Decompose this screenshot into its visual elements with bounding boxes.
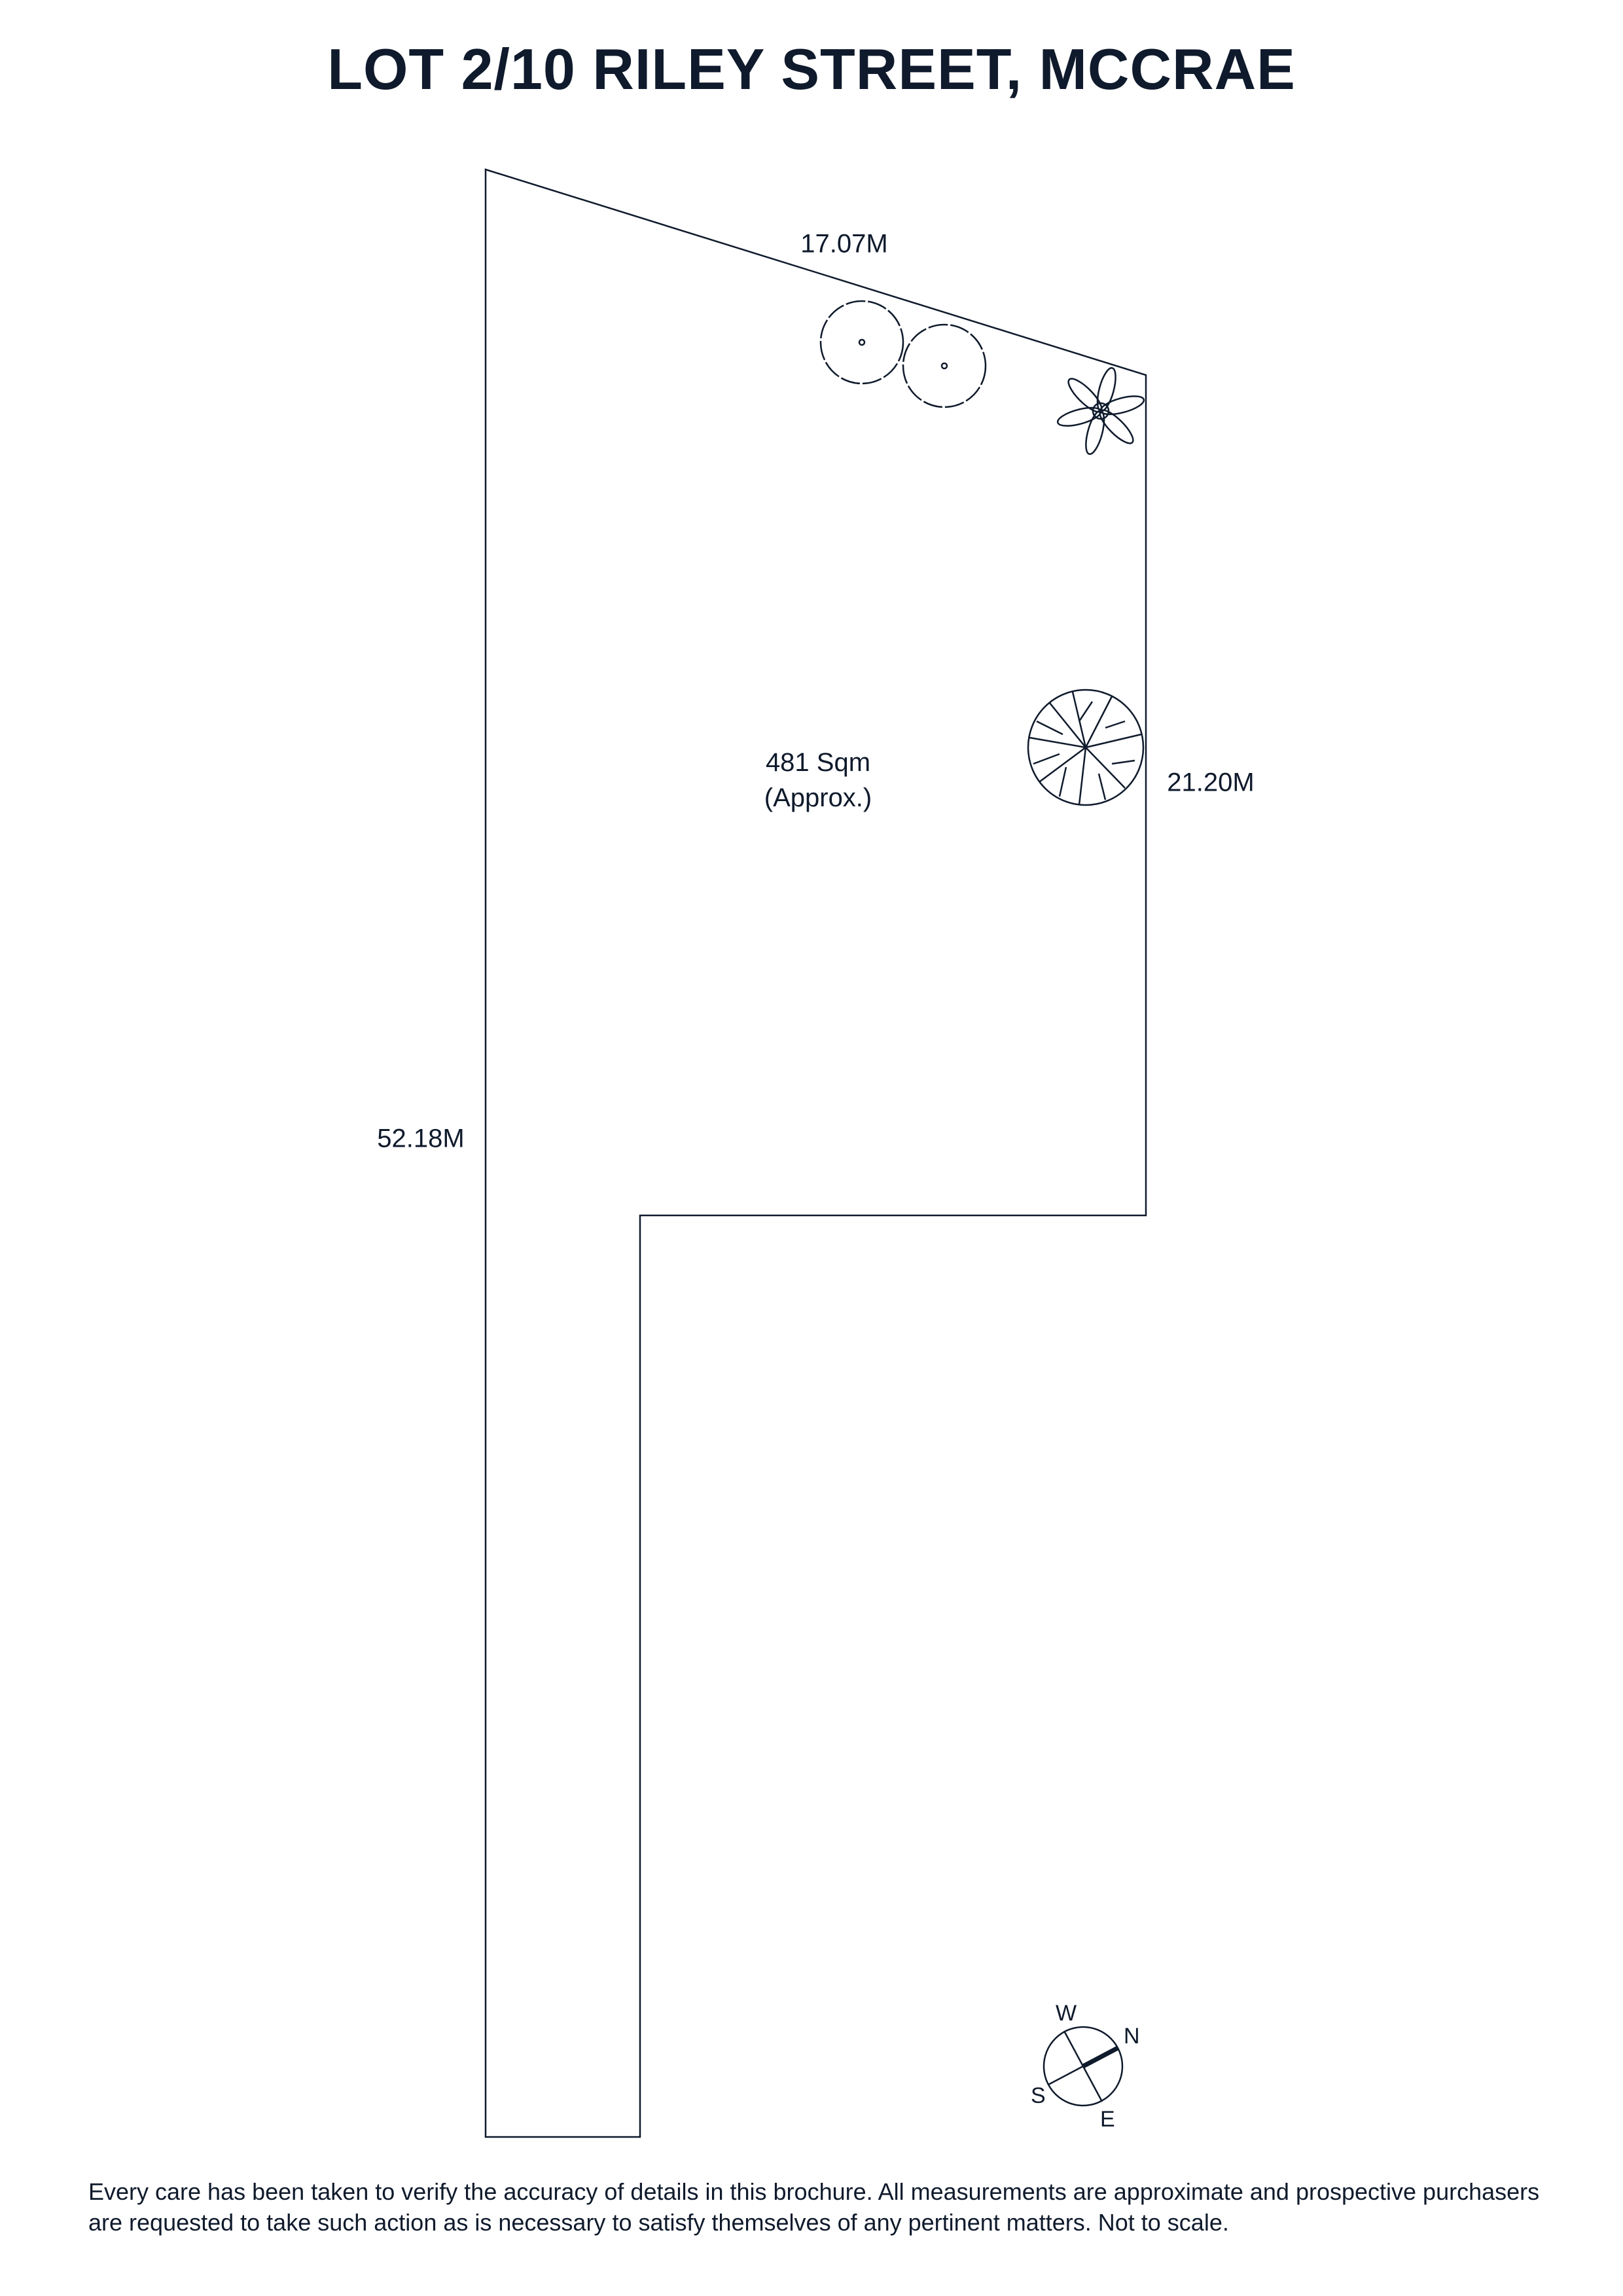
dimension-left: 52.18M	[377, 1124, 465, 1153]
lot-area: 481 Sqm (Approx.)	[764, 745, 872, 816]
page-title: LOT 2/10 RILEY STREET, MCCRAE	[327, 37, 1296, 101]
area-note: (Approx.)	[764, 783, 872, 812]
lot-boundary	[484, 168, 1147, 2138]
shrub-icon	[819, 300, 904, 385]
dimension-right: 21.20M	[1167, 768, 1255, 797]
tree-icon	[1027, 689, 1145, 806]
compass-s: S	[1031, 2083, 1046, 2108]
compass-n: N	[1124, 2024, 1140, 2049]
compass: W N S E	[1031, 2001, 1140, 2132]
area-value: 481 Sqm	[765, 748, 871, 777]
compass-w: W	[1056, 2001, 1077, 2026]
dimension-top: 17.07M	[800, 229, 888, 259]
disclaimer: Every care has been taken to verify the …	[88, 2178, 1540, 2236]
north-arrow	[1082, 2045, 1119, 2069]
palm-icon	[1056, 367, 1145, 456]
compass-e: E	[1100, 2107, 1115, 2132]
shrub-icon	[902, 323, 987, 408]
